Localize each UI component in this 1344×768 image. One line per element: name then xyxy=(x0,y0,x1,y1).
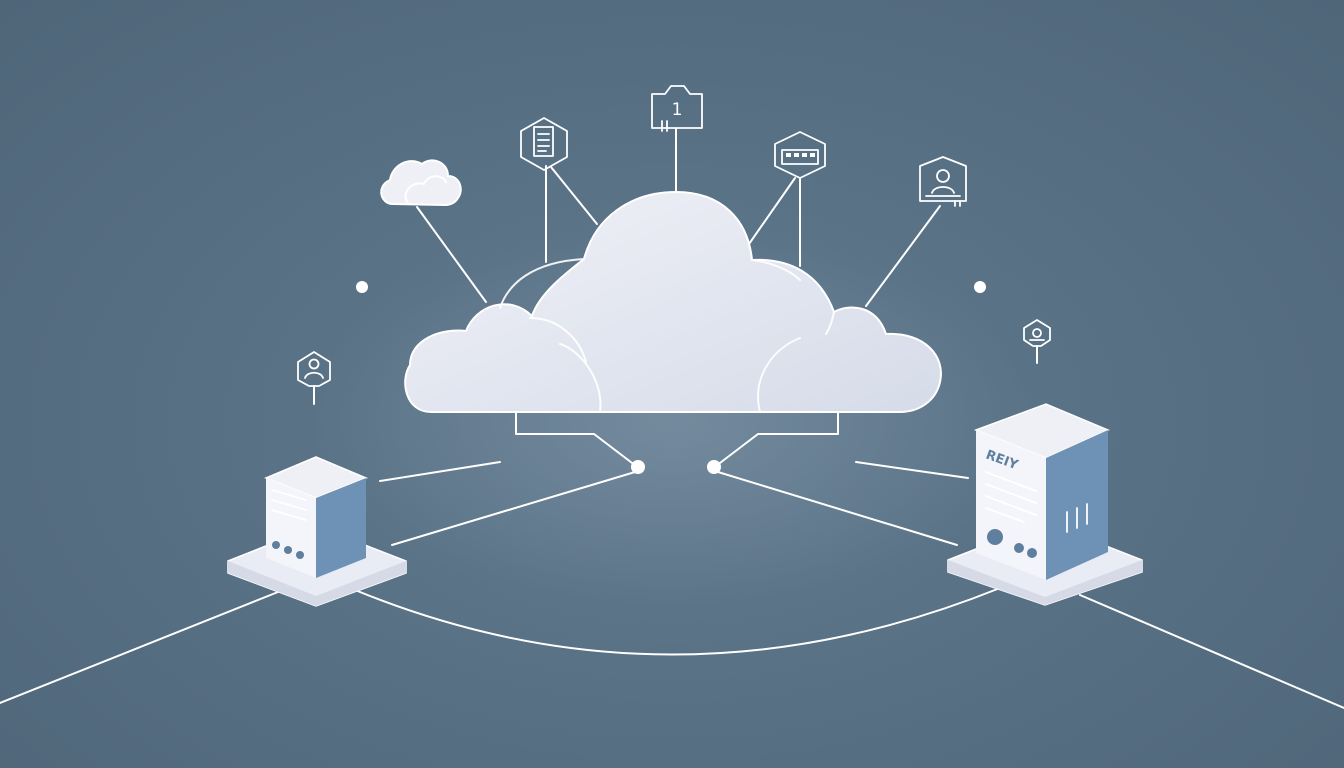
hub-node-left xyxy=(631,460,645,474)
settings-pin-icon xyxy=(1023,319,1051,347)
left-server xyxy=(227,456,407,607)
server-connector-lines xyxy=(0,461,1344,709)
folder-number-label: 1 xyxy=(672,100,683,120)
document-hexagon-icon xyxy=(520,117,568,171)
floating-dot-right xyxy=(974,281,986,293)
network-device-hexagon-icon xyxy=(774,131,826,179)
icon-connector-lines xyxy=(313,128,1038,405)
floating-dot-left xyxy=(356,281,368,293)
folder-number-icon: 1 xyxy=(651,85,703,132)
main-cloud xyxy=(404,190,942,413)
user-location-pin-icon xyxy=(297,351,331,387)
right-server: REIY xyxy=(947,403,1143,606)
user-profile-icon xyxy=(919,156,967,207)
cloud-hub-connectors xyxy=(515,411,839,467)
small-cloud-icon xyxy=(380,159,462,207)
hub-node-right xyxy=(707,460,721,474)
